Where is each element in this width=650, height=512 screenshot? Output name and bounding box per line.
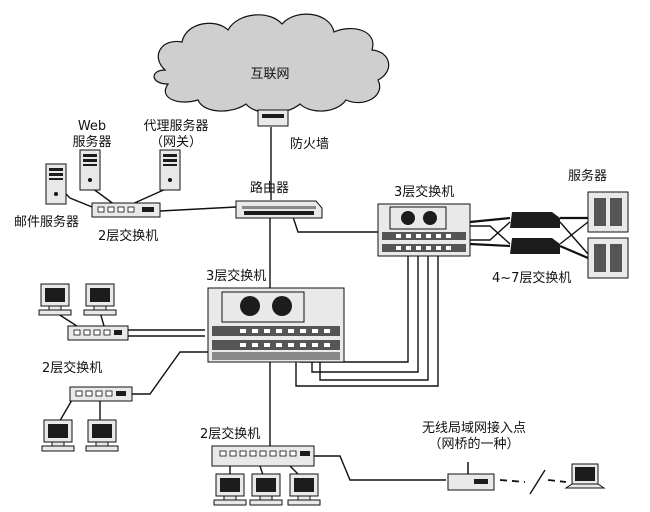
- firewall-label: 防火墙: [290, 136, 329, 152]
- router-label: 路由器: [250, 180, 289, 196]
- server-rack-upper: [587, 191, 629, 233]
- wireless-access-point: 无线局域网接入点 （网桥的一种）: [422, 420, 526, 491]
- l2-switch-top-label: 2层交换机: [98, 228, 158, 244]
- l2-switch-left-upper: [67, 325, 129, 341]
- wlan-ap-label-1: 无线局域网接入点: [422, 420, 526, 436]
- l2-switch-left-label: 2层交换机: [42, 360, 102, 376]
- l3-switch-center: 3层交换机: [206, 268, 345, 363]
- l2-switch-bottom-label: 2层交换机: [200, 426, 260, 442]
- pc-left-4: [85, 419, 119, 452]
- l47-switch-lower: [510, 238, 560, 254]
- l3-switch-right: 3层交换机: [377, 184, 471, 257]
- cables: [54, 127, 589, 495]
- proxy-server: 代理服务器 （网关）: [143, 118, 209, 191]
- mail-server: 邮件服务器: [14, 163, 79, 230]
- cable-router-l2top: [159, 206, 237, 212]
- l47-switch-upper: [510, 212, 560, 228]
- server-rack-lower: [587, 237, 629, 279]
- cable-l2bottom-ap: [313, 455, 446, 481]
- pc-bottom-3: [287, 473, 321, 506]
- internet-label: 互联网: [250, 67, 289, 82]
- l3-switch-right-label: 3层交换机: [394, 184, 454, 200]
- web-server: Web 服务器: [72, 119, 112, 191]
- l47-switch-label: 4~7层交换机: [492, 270, 571, 286]
- l2-switch-left-lower: [69, 386, 133, 402]
- laptop: [564, 463, 606, 489]
- mail-server-label: 邮件服务器: [14, 214, 79, 230]
- proxy-label-1: 代理服务器: [143, 118, 208, 134]
- cable-router-l3right: [291, 213, 378, 233]
- l2-switch-top: 2层交换机: [91, 202, 161, 244]
- router: 路由器: [235, 180, 323, 219]
- l3-switch-center-label: 3层交换机: [206, 268, 266, 284]
- firewall: 防火墙: [257, 109, 329, 152]
- pc-bottom-2: [249, 473, 283, 506]
- web-server-label-2: 服务器: [72, 134, 111, 150]
- pc-left-2: [83, 283, 117, 316]
- pc-bottom-1: [213, 473, 247, 506]
- pc-left-3: [41, 419, 75, 452]
- pc-left-1: [38, 283, 72, 316]
- wlan-ap-label-2: （网桥的一种）: [428, 436, 519, 452]
- web-server-label-1: Web: [78, 119, 106, 134]
- proxy-label-2: （网关）: [150, 135, 202, 150]
- l2-switch-bottom: 2层交换机: [200, 426, 315, 467]
- internet-cloud: 互联网: [153, 13, 390, 114]
- servers-label: 服务器: [568, 168, 607, 184]
